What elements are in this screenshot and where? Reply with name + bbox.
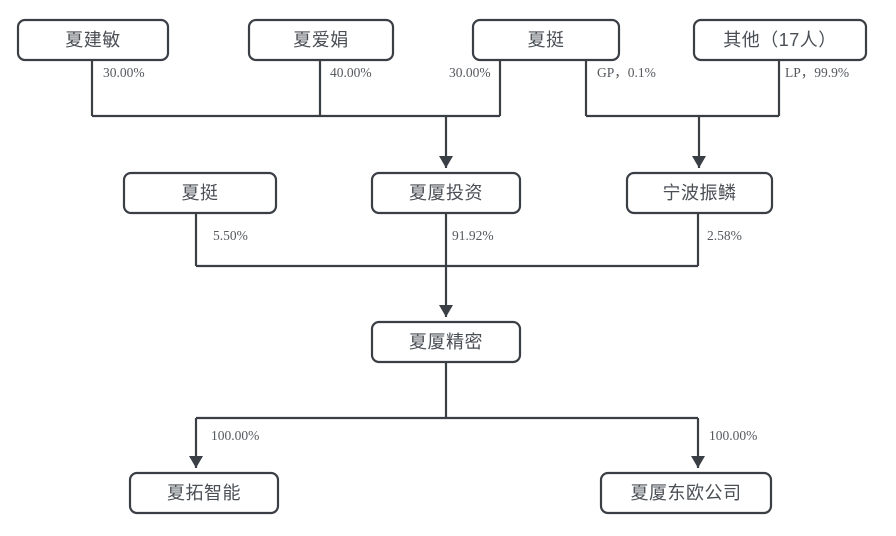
- node-box-xiajianmin[interactable]: [16, 18, 170, 62]
- merge-into-xiaxiatouzi-arrowhead-0: [439, 156, 453, 168]
- node-label-xiaxiadongou: 夏厦东欧公司: [631, 483, 742, 503]
- node-box-xiaxiajingmi[interactable]: [370, 320, 522, 364]
- node-box-xiaxiatouzi[interactable]: [370, 171, 522, 215]
- nodes-layer: 夏建敏夏爱娟夏挺其他（17人）夏挺夏厦投资宁波振鳞夏厦精密夏拓智能夏厦东欧公司: [16, 18, 868, 515]
- node-qita[interactable]: 其他（17人）: [692, 18, 868, 62]
- node-xiaxiatouzi[interactable]: 夏厦投资: [370, 171, 522, 215]
- edge-label-e2: 40.00%: [330, 65, 372, 80]
- edge-labels-layer: 30.00% 40.00% 30.00% GP，0.1% LP，99.9% 5.50% 91…: [103, 65, 849, 443]
- node-label-ningbozhenlin: 宁波振鳞: [663, 183, 737, 203]
- node-xiaaijuan[interactable]: 夏爱娟: [247, 18, 395, 62]
- merge-into-ningbozhenlin-arrowhead-0: [692, 156, 706, 168]
- node-box-xiaaijuan[interactable]: [247, 18, 395, 62]
- node-xiating_mid[interactable]: 夏挺: [122, 171, 278, 215]
- merge-into-xiaxiatouzi: [90, 60, 502, 168]
- node-box-ningbozhenlin[interactable]: [625, 171, 774, 215]
- split-to-subsidiaries: [189, 362, 705, 468]
- node-label-xiajianmin: 夏建敏: [65, 30, 121, 50]
- node-xiaxiajingmi[interactable]: 夏厦精密: [370, 320, 522, 364]
- node-box-xiating_mid[interactable]: [122, 171, 278, 215]
- edge-label-e6: 5.50%: [213, 228, 248, 243]
- edge-label-e1: 30.00%: [103, 65, 145, 80]
- node-box-xiatuozhineng[interactable]: [128, 471, 280, 515]
- node-xiaxiadongou[interactable]: 夏厦东欧公司: [599, 471, 773, 515]
- edge-label-e5: LP，99.9%: [785, 65, 849, 80]
- node-xiating_top[interactable]: 夏挺: [471, 18, 621, 62]
- node-label-xiating_mid: 夏挺: [182, 183, 219, 203]
- node-ningbozhenlin[interactable]: 宁波振鳞: [625, 171, 774, 215]
- edge-label-e4: GP，0.1%: [597, 65, 656, 80]
- split-to-subsidiaries-arrowhead-1: [691, 456, 705, 468]
- node-box-qita[interactable]: [692, 18, 868, 62]
- node-label-xiatuozhineng: 夏拓智能: [167, 483, 241, 503]
- node-label-xiating_top: 夏挺: [528, 30, 565, 50]
- edges-layer: [90, 60, 781, 468]
- node-label-xiaxiatouzi: 夏厦投资: [409, 183, 483, 203]
- node-label-qita: 其他（17人）: [723, 30, 837, 50]
- node-box-xiaxiadongou[interactable]: [599, 471, 773, 515]
- edge-label-e7: 91.92%: [452, 228, 494, 243]
- merge-into-xiaxiajingmi-arrowhead-0: [439, 305, 453, 317]
- node-box-xiating_top[interactable]: [471, 18, 621, 62]
- merge-into-ningbozhenlin: [584, 60, 781, 168]
- edge-label-e8: 2.58%: [707, 228, 742, 243]
- merge-into-xiaxiajingmi: [194, 213, 700, 317]
- split-to-subsidiaries-arrowhead-0: [189, 456, 203, 468]
- edge-label-e3: 30.00%: [449, 65, 491, 80]
- node-xiajianmin[interactable]: 夏建敏: [16, 18, 170, 62]
- edge-label-e10: 100.00%: [709, 428, 757, 443]
- node-label-xiaxiajingmi: 夏厦精密: [409, 332, 483, 352]
- edge-label-e9: 100.00%: [211, 428, 259, 443]
- node-label-xiaaijuan: 夏爱娟: [293, 30, 349, 50]
- node-xiatuozhineng[interactable]: 夏拓智能: [128, 471, 280, 515]
